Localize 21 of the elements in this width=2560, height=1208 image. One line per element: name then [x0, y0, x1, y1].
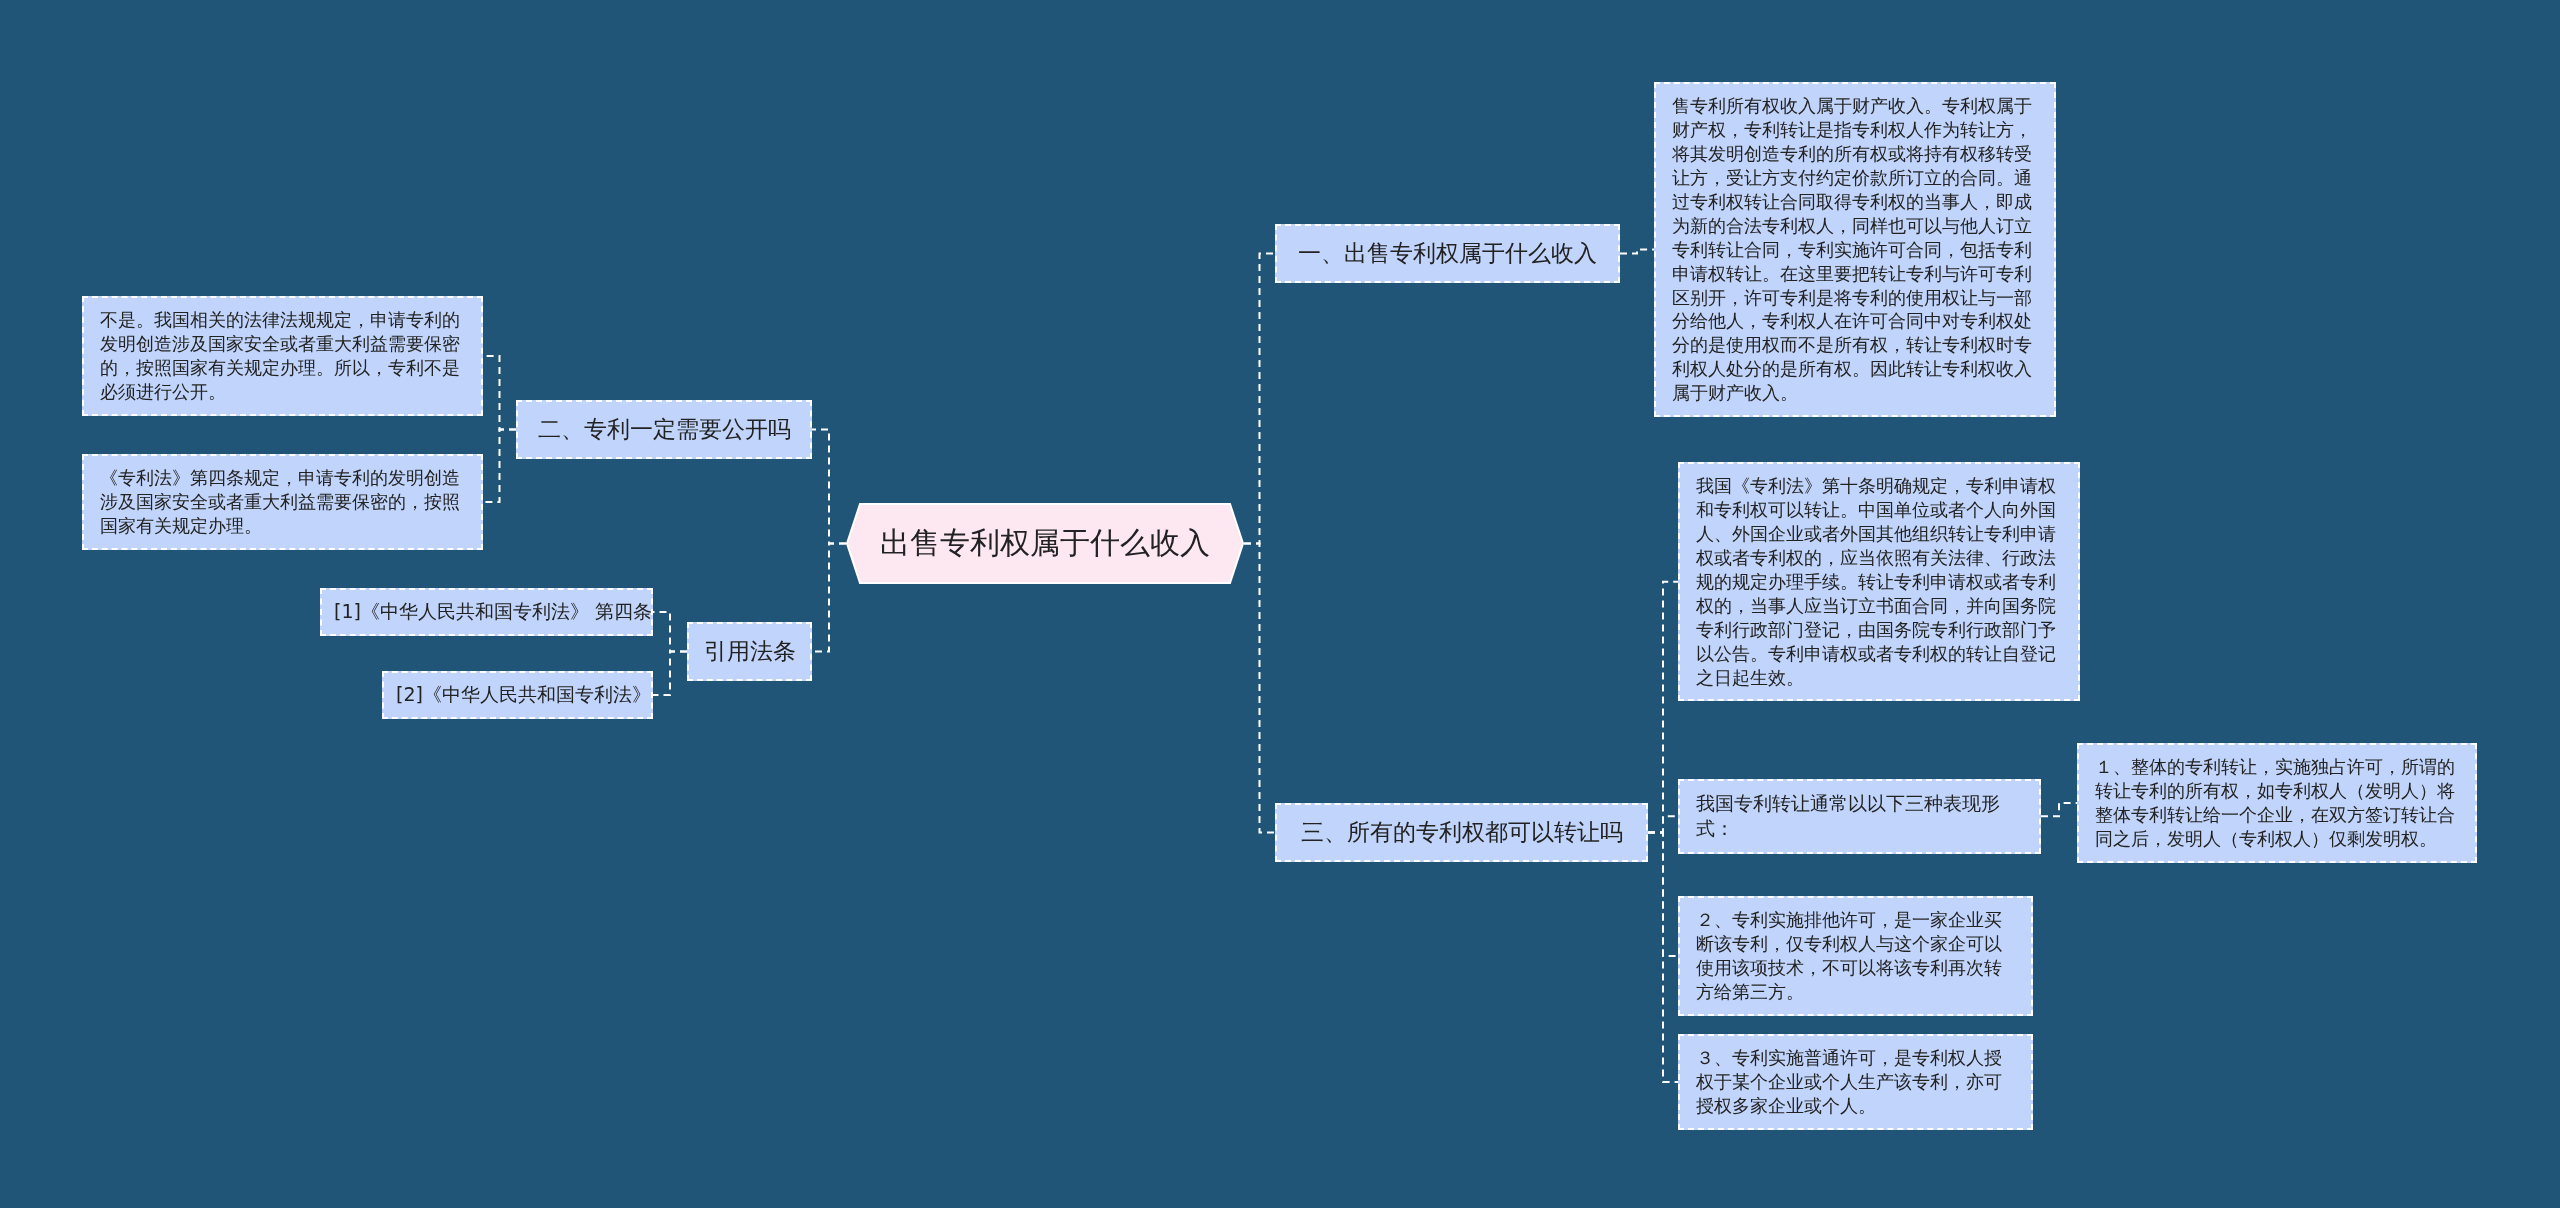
citation-box: [2]《中华人民共和国专利法》 [382, 671, 653, 719]
connector-line [482, 428, 517, 503]
note-box: 不是。我国相关的法律法规规定，申请专利的发明创造涉及国家安全或者重大利益需要保密的，按照国家有关规定办理。所以，专利不是必须进行公开。 [82, 296, 483, 416]
note-box: ２、专利实施排他许可，是一家企业买断该专利，仅专利权人与这个家企可以使用该项技术，不可以将该专利再次转方给第三方。 [1678, 896, 2033, 1016]
topic-box: 一、出售专利权属于什么收入 [1275, 224, 1620, 283]
topic-box: 三、所有的专利权都可以转让吗 [1275, 803, 1648, 862]
note-box: 《专利法》第四条规定，申请专利的发明创造涉及国家安全或者重大利益需要保密的，按照国家有关规定办理。 [82, 454, 483, 550]
connector-line [2040, 801, 2078, 818]
connector-line [1619, 248, 1655, 255]
note-box: 售专利所有权收入属于财产收入。专利权属于财产权，专利转让是指专利权人作为转让方，将其发明创造专利的所有权或将持有权移转受让方，受让方支付约定价款所订立的合同。通过专利权转让合同取得专利权的当事人，即成为新的合法专利权人，同样也可以与他人订立专利转让合同，专利实施许可合同，包括专利申请权转让。在这里要把转让专利与许可专利区别开，许可专利是将专利的使用权让与一部分给他人，专利权人在许可合同中对专利权处分的是使用权而不是所有权，转让专利权时专利权人处分的是所有权。因此转让专利权收入属于财产收入。 [1654, 82, 2056, 418]
topic-box: 二、专利一定需要公开吗 [516, 400, 812, 459]
topic-box: 我国专利转让通常以以下三种表现形式： [1678, 779, 2041, 854]
citation-box: [1]《中华人民共和国专利法》 第四条 [320, 588, 653, 636]
topic-box: 引用法条 [687, 622, 812, 681]
connector-line [1243, 542, 1276, 834]
connector-line [1647, 831, 1679, 1083]
note-box: ３、专利实施普通许可，是专利权人授权于某个企业或个人生产该专利，亦可授权多家企业或个人。 [1678, 1034, 2033, 1130]
note-box: １、整体的专利转让，实施独占许可，所谓的转让专利的所有权，如专利权人（发明人）将整体专利转让给一个企业，在双方签订转让合同之后，发明人（专利权人）仅剩发明权。 [2077, 743, 2477, 863]
note-box: 我国《专利法》第十条明确规定，专利申请权和专利权可以转让。中国单位或者个人向外国人、外国企业或者外国其他组织转让专利申请权或者专利权的，应当依照有关法律、行政法规的规定办理手续。转让专利申请权或者专利权的，当事人应当订立书面合同，并向国务院专利行政部门登记，由国务院专利行政部门予以公告。专利申请权或者专利权的转让自登记之日起生效。 [1678, 462, 2080, 702]
connector-line [652, 650, 688, 696]
root-topic: 出售专利权属于什么收入 [846, 503, 1244, 584]
